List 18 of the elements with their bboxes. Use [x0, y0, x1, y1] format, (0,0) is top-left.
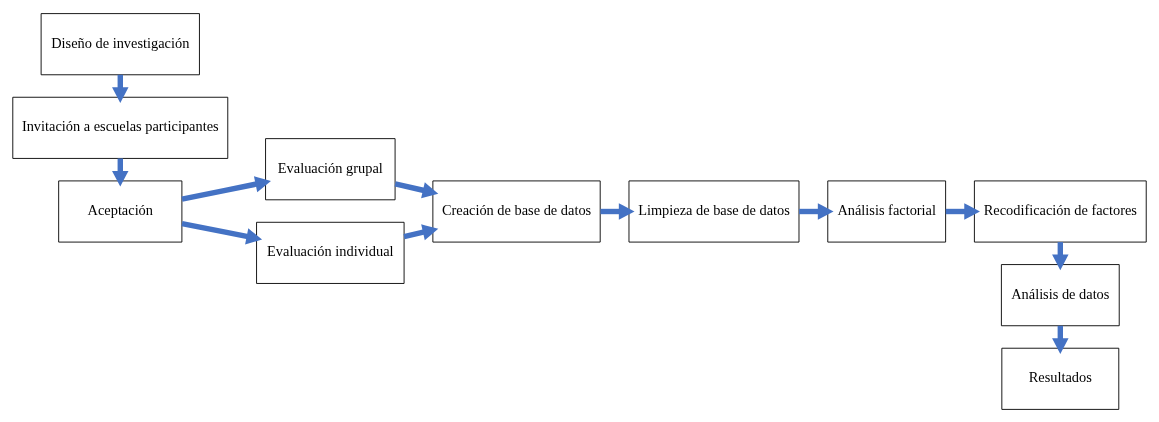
- arrow: [403, 223, 439, 240]
- node-box: Evaluación individual: [256, 221, 405, 284]
- node-box: Invitación a escuelas participantes: [12, 96, 229, 159]
- node-box: Análisis de datos: [1000, 263, 1120, 326]
- arrow: [181, 175, 271, 202]
- node-box: Evaluación grupal: [265, 137, 396, 200]
- node-box: Resultados: [1001, 347, 1120, 410]
- node-box: Análisis factorial: [827, 179, 947, 243]
- arrow: [799, 202, 834, 220]
- arrow: [600, 202, 635, 220]
- arrow: [394, 180, 439, 198]
- node-box: Creación de base de datos: [432, 179, 601, 243]
- node-box: Diseño de investigación: [40, 12, 200, 75]
- node-box: Aceptación: [58, 179, 183, 243]
- node-box: Limpieza de base de datos: [628, 179, 800, 243]
- arrow: [181, 220, 263, 245]
- arrow: [945, 202, 980, 220]
- node-box: Recodificación de factores: [973, 179, 1147, 243]
